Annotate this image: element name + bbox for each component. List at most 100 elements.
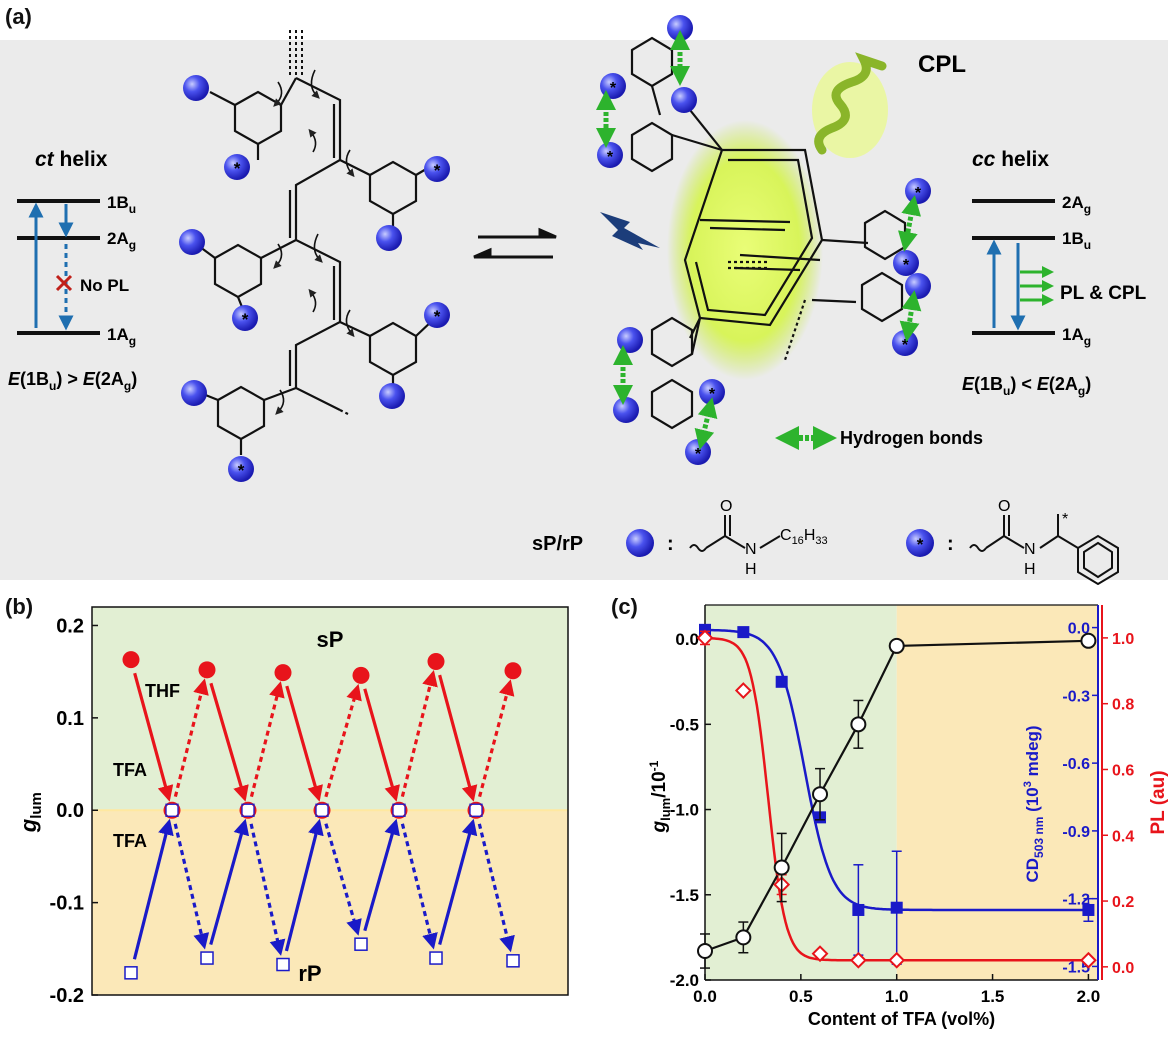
rp-point <box>276 957 290 972</box>
zero-point-rp <box>241 803 255 817</box>
svg-text:*: * <box>610 80 617 97</box>
y-tick-label: -0.2 <box>50 985 84 1007</box>
solid-arrow <box>363 688 400 802</box>
solid-arrow <box>133 672 174 802</box>
ct-level-1ag: 1Ag <box>107 325 136 348</box>
ct-helix-structure <box>195 30 434 455</box>
pl-tick-label: 0.4 <box>1112 828 1134 845</box>
g-lum-point <box>735 929 752 946</box>
g-tick-label: -2.0 <box>670 971 699 990</box>
tfa-top-tag: TFA <box>113 760 147 780</box>
zero-point-sp <box>313 801 331 819</box>
g-lum-point <box>812 786 829 803</box>
panel-b-label: (b) <box>5 594 34 619</box>
y-tick-label: 0.2 <box>56 615 84 637</box>
cd-point <box>890 901 903 914</box>
zero-point-sp <box>390 801 408 819</box>
cd-point <box>737 626 750 639</box>
rp-region-label: rP <box>298 961 321 986</box>
pl-point <box>811 945 829 963</box>
substituent-legend: sP/rP : O N H C16H33 * : O N H <box>532 498 1119 585</box>
solid-arrow <box>209 818 250 945</box>
thf-tag: THF <box>145 681 180 701</box>
x-axis-label: Content of TFA (vol%) <box>808 1009 995 1029</box>
dashed-arrow <box>324 683 362 798</box>
svg-text:*: * <box>242 310 249 329</box>
pl-point <box>849 951 867 969</box>
x-tick-label: 2.0 <box>1077 987 1101 1006</box>
g-tick-label: -1.5 <box>670 886 699 905</box>
pl-cpl-label: PL & CPL <box>1060 283 1147 304</box>
solid-arrow <box>363 818 400 932</box>
svg-text:*: * <box>1062 511 1068 528</box>
cc-level-1bu: 1Bu <box>1062 229 1091 252</box>
sp-point <box>504 662 522 680</box>
dashed-arrow <box>173 678 209 798</box>
cd-axis-label: CD503 nm (103 mdeg) <box>1022 725 1046 882</box>
cpl-photon-icon <box>812 52 888 158</box>
zero-point-sp <box>239 801 257 819</box>
ct-helix-energy-diagram: ct helix 1Bu 2Ag 1Ag No PL E(1Bu) > E(2A… <box>8 148 137 393</box>
ct-level-2ag: 2Ag <box>107 229 136 252</box>
cd-point <box>775 675 788 688</box>
panel-c-label: (c) <box>611 594 638 619</box>
ct-energy-relation: E(1Bu) > E(2Ag) <box>8 369 137 393</box>
dashed-arrow <box>478 679 515 798</box>
y-tick-label: 0.1 <box>56 708 84 730</box>
svg-text::: : <box>667 533 674 555</box>
g-lum-point <box>1080 632 1097 649</box>
svg-text:N: N <box>1024 541 1036 558</box>
pl-axis-label: PL (au) <box>1148 770 1168 834</box>
rp-point <box>354 937 368 951</box>
g-tick-label: -0.5 <box>670 715 699 734</box>
svg-text:*: * <box>902 337 909 354</box>
dashed-arrow <box>249 681 285 798</box>
dashed-arrow <box>400 670 438 798</box>
panel-a-label: (a) <box>5 4 32 29</box>
solid-arrow <box>209 682 249 802</box>
cd-tick-label: -0.3 <box>1062 688 1090 705</box>
y-axis-label: glum <box>16 792 45 833</box>
pl-tick-label: 1.0 <box>1112 631 1134 648</box>
zero-point-rp <box>315 803 329 817</box>
solid-arrow <box>438 818 478 945</box>
svg-text:Hydrogen bonds: Hydrogen bonds <box>840 428 983 448</box>
cd-tick-label: -0.9 <box>1062 824 1090 841</box>
no-pl-label: No PL <box>80 276 129 295</box>
svg-text:*: * <box>234 159 241 178</box>
pl-point <box>696 629 714 647</box>
x-tick-label: 0.5 <box>789 987 813 1006</box>
g-lum-point <box>850 716 867 733</box>
x-tick-label: 1.0 <box>885 987 909 1006</box>
cc-level-2ag: 2Ag <box>1062 193 1091 216</box>
rp-point <box>506 954 520 968</box>
g-tick-label: -1.0 <box>670 801 699 820</box>
sp-region <box>92 607 568 811</box>
cc-helix-structure: * * * * * * * <box>596 15 931 465</box>
y-tick-label: -0.1 <box>50 893 84 915</box>
zero-point-rp <box>469 803 483 817</box>
sp-point <box>122 651 140 669</box>
svg-text:O: O <box>720 498 732 515</box>
zero-point-sp <box>163 801 181 819</box>
panel-a-background <box>0 40 1168 580</box>
svg-text:*: * <box>915 185 922 202</box>
rp-point <box>124 966 138 980</box>
equilibrium-arrows <box>473 227 557 259</box>
cpl-label: CPL <box>918 51 966 78</box>
low-tfa-region <box>705 605 897 980</box>
solid-arrow <box>438 674 478 802</box>
cd-tick-label: -0.6 <box>1062 756 1090 773</box>
zero-point-sp <box>467 801 485 819</box>
panel-a-schematic: ct helix 1Bu 2Ag 1Ag No PL E(1Bu) > E(2A… <box>8 15 1147 585</box>
polymer-label: sP/rP <box>532 533 583 555</box>
svg-text:N: N <box>745 541 757 558</box>
cc-helix-title: cc helix <box>972 148 1049 171</box>
dashed-arrow <box>249 823 286 956</box>
cc-level-1ag: 1Ag <box>1062 325 1091 348</box>
high-tfa-region <box>896 605 1098 980</box>
sp-region-label: sP <box>317 627 344 652</box>
sp-point <box>427 653 445 671</box>
